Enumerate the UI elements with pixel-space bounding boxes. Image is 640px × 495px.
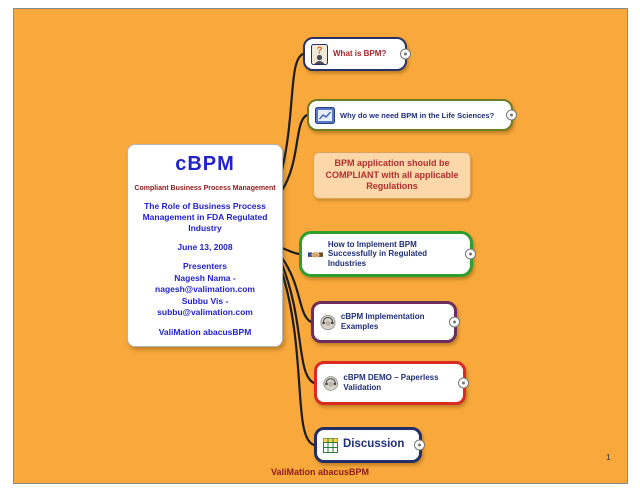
presenter1-name: Nagesh Nama - (174, 272, 236, 283)
topic-label: cBPM Implementation Examples (340, 312, 425, 331)
central-topic-title: cBPM (175, 153, 235, 175)
subtopic-toggle[interactable] (414, 439, 425, 451)
subtopic-toggle[interactable] (400, 48, 411, 60)
subtopic-toggle[interactable] (449, 316, 460, 328)
company-name: ValiMation abacusBPM (158, 326, 252, 337)
central-topic-description: The Role of Business Process Management … (142, 201, 268, 234)
subtopic-toggle[interactable] (458, 377, 469, 389)
presenter1-email: nagesh@valimation.com (155, 284, 255, 295)
support-agent-icon (323, 375, 339, 391)
topic-label: How to Implement BPM Successfully in Reg… (327, 239, 428, 268)
support-agent-icon (320, 314, 336, 330)
presenters-block: Presenters Nagesh Nama - nagesh@valimati… (155, 261, 255, 318)
page-number: 1 (606, 452, 611, 462)
presenter2-email: subbu@valimation.com (157, 307, 253, 318)
topic-label: What is BPM? (333, 49, 387, 59)
question-person-icon: ? (311, 43, 328, 65)
topic-discussion[interactable]: Discussion (314, 427, 425, 463)
callout[interactable]: BPM application should be COMPLIANT with… (313, 152, 471, 200)
topic-why-bpm-life-sciences[interactable]: Why do we need BPM in the Life Sciences? (307, 99, 517, 131)
central-topic-date: June 13, 2008 (177, 242, 233, 253)
topic-label: Why do we need BPM in the Life Sciences? (340, 110, 495, 120)
topic-implementation-examples[interactable]: cBPM Implementation Examples (311, 301, 460, 343)
central-topic-subtitle: Compliant Business Process Management (134, 185, 276, 192)
svg-text:?: ? (316, 45, 322, 56)
topic-demo-paperless-validation[interactable]: cBPM DEMO – Paperless Validation (314, 361, 469, 405)
topic-label: Discussion (343, 438, 405, 451)
book-icon (315, 106, 335, 124)
topic-what-is-bpm[interactable]: ? What is BPM? (303, 37, 411, 71)
central-topic[interactable]: cBPM Compliant Business Process Manageme… (127, 144, 283, 347)
grid-icon (323, 437, 338, 453)
presenters-heading: Presenters (183, 261, 227, 272)
topic-label: cBPM DEMO – Paperless Validation (343, 373, 439, 392)
subtopic-toggle[interactable] (506, 109, 517, 121)
topic-how-to-implement[interactable]: How to Implement BPM Successfully in Reg… (299, 231, 476, 277)
footer-text: ValiMation abacusBPM (270, 467, 370, 477)
subtopic-toggle[interactable] (465, 248, 476, 260)
presenter2-name: Subbu Vis - (181, 295, 229, 306)
handshake-icon (308, 251, 323, 257)
